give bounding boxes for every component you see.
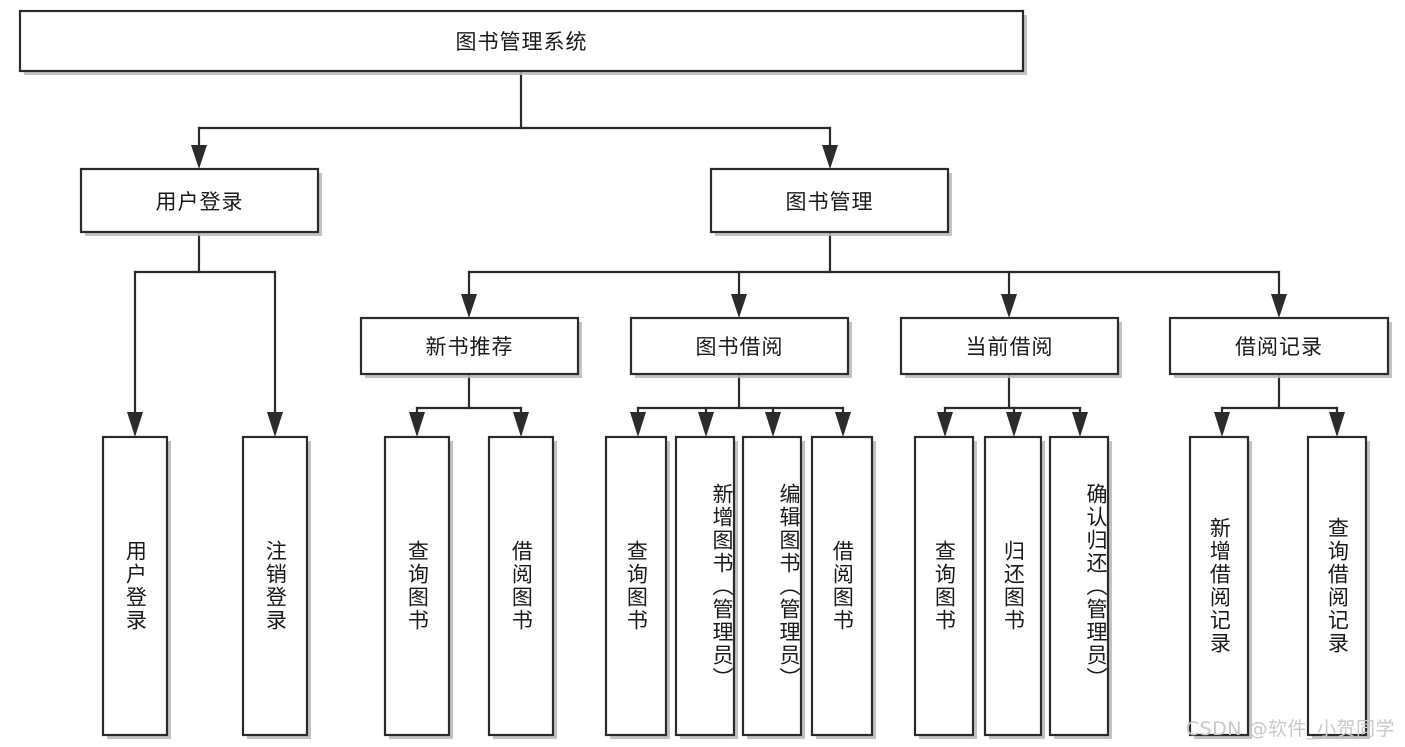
csdn-watermark: CSDN @软件_小贺同学 xyxy=(1185,718,1395,740)
node-leaf-borrow-query[interactable] xyxy=(604,435,668,737)
arrowhead-l3-1 xyxy=(461,294,477,318)
arrowhead-nb-1 xyxy=(409,412,425,437)
node-user-login[interactable] xyxy=(79,167,320,234)
node-leaf-borrow-borrow[interactable] xyxy=(810,435,874,737)
arrowhead-cb-1 xyxy=(937,412,953,437)
arrowhead-l3-4 xyxy=(1271,294,1287,318)
node-leaf-current-query[interactable] xyxy=(913,435,975,737)
arrowhead-ul-2 xyxy=(267,412,283,437)
node-leaf-newbook-query[interactable] xyxy=(383,435,451,737)
arrowhead-l3-2 xyxy=(731,294,747,318)
node-leaf-record-query[interactable] xyxy=(1306,435,1368,737)
node-current-borrow[interactable] xyxy=(899,316,1120,376)
node-book-management[interactable] xyxy=(709,167,950,234)
arrowhead-bb-2 xyxy=(698,412,714,437)
node-leaf-user-login-login[interactable] xyxy=(101,435,169,737)
arrowhead-ul-1 xyxy=(127,412,143,437)
arrowhead-br-2 xyxy=(1329,412,1345,437)
arrowhead-l3-3 xyxy=(1001,294,1017,318)
node-leaf-current-return[interactable] xyxy=(983,435,1043,737)
arrowhead-book-mgmt xyxy=(822,145,838,169)
node-leaf-record-add[interactable] xyxy=(1188,435,1250,737)
node-book-borrow[interactable] xyxy=(629,316,850,376)
arrowhead-bb-1 xyxy=(630,412,646,437)
arrowhead-nb-2 xyxy=(513,412,529,437)
node-borrow-record[interactable] xyxy=(1168,316,1390,376)
arrowhead-cb-2 xyxy=(1006,412,1022,437)
node-leaf-user-login-logout[interactable] xyxy=(241,435,309,737)
arrowhead-bb-4 xyxy=(835,412,851,437)
arrowhead-br-1 xyxy=(1214,412,1230,437)
node-leaf-borrow-add[interactable] xyxy=(674,435,736,737)
node-leaf-current-confirm-return[interactable] xyxy=(1048,435,1110,737)
node-new-book-recommend[interactable] xyxy=(359,316,580,376)
arrowhead-cb-3 xyxy=(1072,412,1088,437)
arrowhead-user-login xyxy=(191,145,207,169)
arrowhead-bb-3 xyxy=(765,412,781,437)
nodes-layer xyxy=(18,9,1392,739)
node-root[interactable] xyxy=(18,9,1025,73)
node-leaf-newbook-borrow[interactable] xyxy=(487,435,555,737)
node-leaf-borrow-edit[interactable] xyxy=(741,435,803,737)
edges-layer xyxy=(127,70,1345,437)
